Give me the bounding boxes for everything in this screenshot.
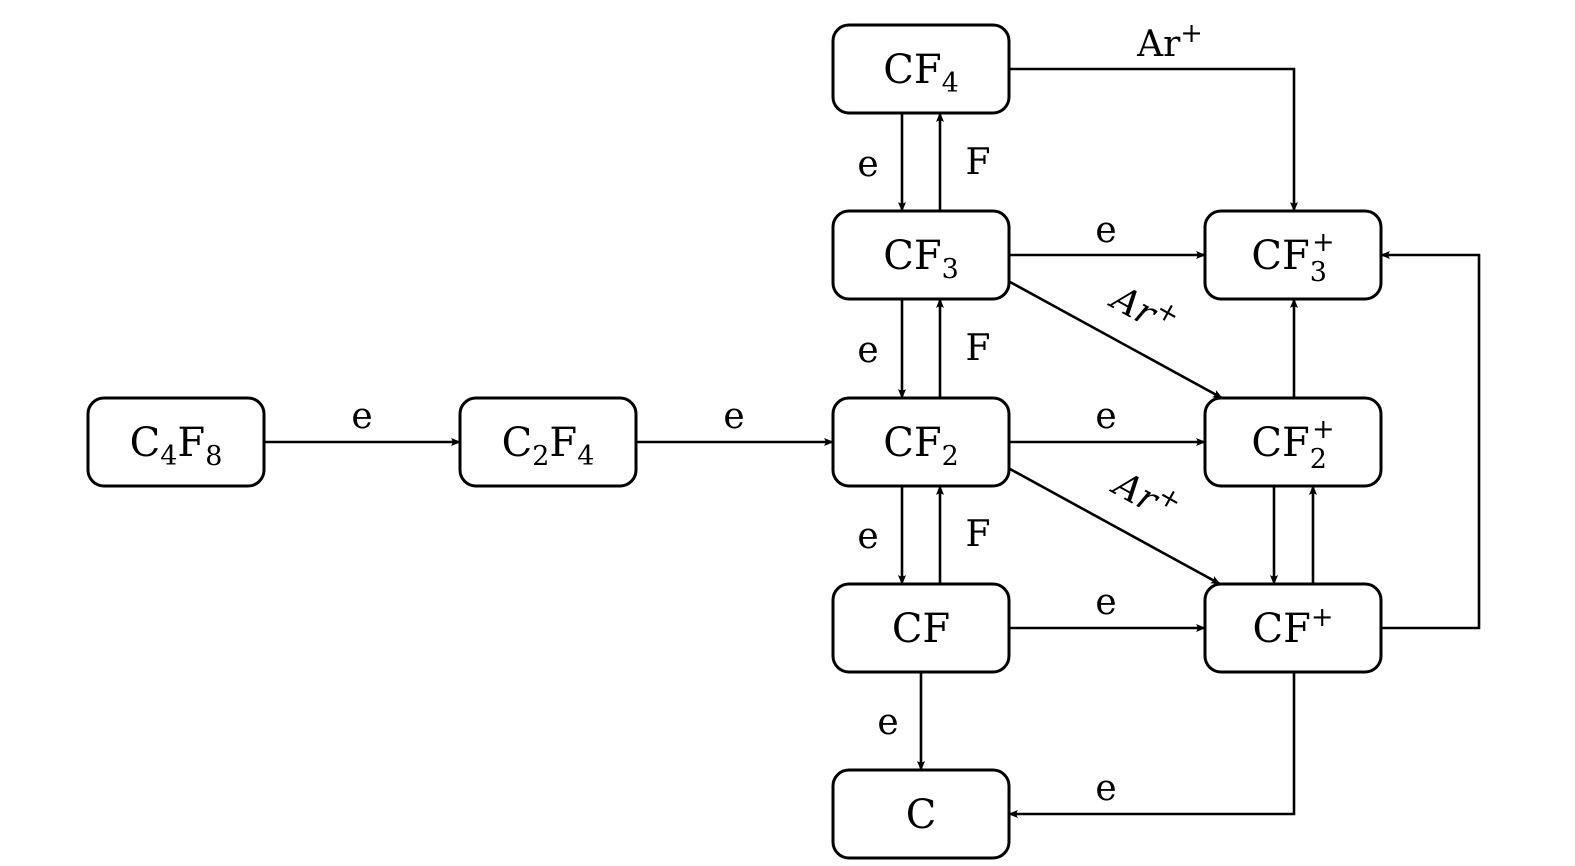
- node-label: CF+: [1253, 602, 1334, 652]
- node-label: C2​F4​: [502, 420, 595, 472]
- node-cf3: CF3​: [831, 209, 1011, 301]
- node-label: CF2​: [883, 420, 959, 472]
- node-box: [831, 396, 1011, 488]
- edge-cf2-to-cf-plus: [1009, 467, 1221, 586]
- edge-label: e: [857, 516, 878, 557]
- edge-label: e: [351, 396, 372, 437]
- edge-label: e: [857, 144, 878, 185]
- node-label: CF2+: [1251, 414, 1334, 475]
- node-box: [831, 768, 1011, 860]
- node-cf2: CF2​: [831, 396, 1011, 488]
- node-label: C: [906, 792, 937, 838]
- node-cf-plus: CF+: [1203, 582, 1383, 674]
- edge-label: e: [857, 330, 878, 371]
- edge-label: e: [877, 702, 898, 743]
- edge-label: e: [1095, 396, 1116, 437]
- node-box: [831, 23, 1011, 115]
- edge-label: e: [1095, 582, 1116, 623]
- node-cf3-plus: CF3+: [1203, 209, 1383, 301]
- node-cf2-plus: CF2+: [1203, 396, 1383, 488]
- node-box: [1203, 582, 1383, 674]
- edge-label: Ar+: [1104, 457, 1187, 531]
- edge-label: e: [723, 396, 744, 437]
- node-label: CF: [892, 606, 950, 652]
- node-label: C4​F8​: [130, 420, 223, 472]
- edge-cf-plus-to-cf3-plus: [1380, 251, 1481, 630]
- node-box: [1203, 396, 1383, 488]
- node-c: C: [831, 768, 1011, 860]
- node-c4f8: C4​F8​: [86, 396, 266, 488]
- edge-label: F: [966, 142, 991, 183]
- node-c2f4: C2​F4​: [458, 396, 638, 488]
- edge-label: Ar+: [1102, 271, 1185, 345]
- node-box: [86, 396, 266, 488]
- node-label: CF3​: [883, 233, 959, 285]
- node-cf4: CF4​: [831, 23, 1011, 115]
- node-box: [831, 209, 1011, 301]
- node-label: CF4​: [883, 47, 959, 99]
- edge-cf3-to-cf2-plus: [1009, 280, 1223, 400]
- edge-label: e: [1095, 768, 1116, 809]
- edge-label: Ar+: [1136, 18, 1203, 65]
- edge-cf4-to-cf3-plus: [1009, 67, 1298, 212]
- edge-label: F: [966, 328, 991, 369]
- edge-cf-plus-to-c: [1008, 672, 1296, 818]
- node-label: CF3+: [1251, 227, 1334, 288]
- edge-label: F: [966, 514, 991, 555]
- node-box: [1203, 209, 1383, 301]
- node-cf: CF: [831, 582, 1011, 674]
- node-box: [458, 396, 638, 488]
- node-box: [831, 582, 1011, 674]
- edge-label: e: [1095, 210, 1116, 251]
